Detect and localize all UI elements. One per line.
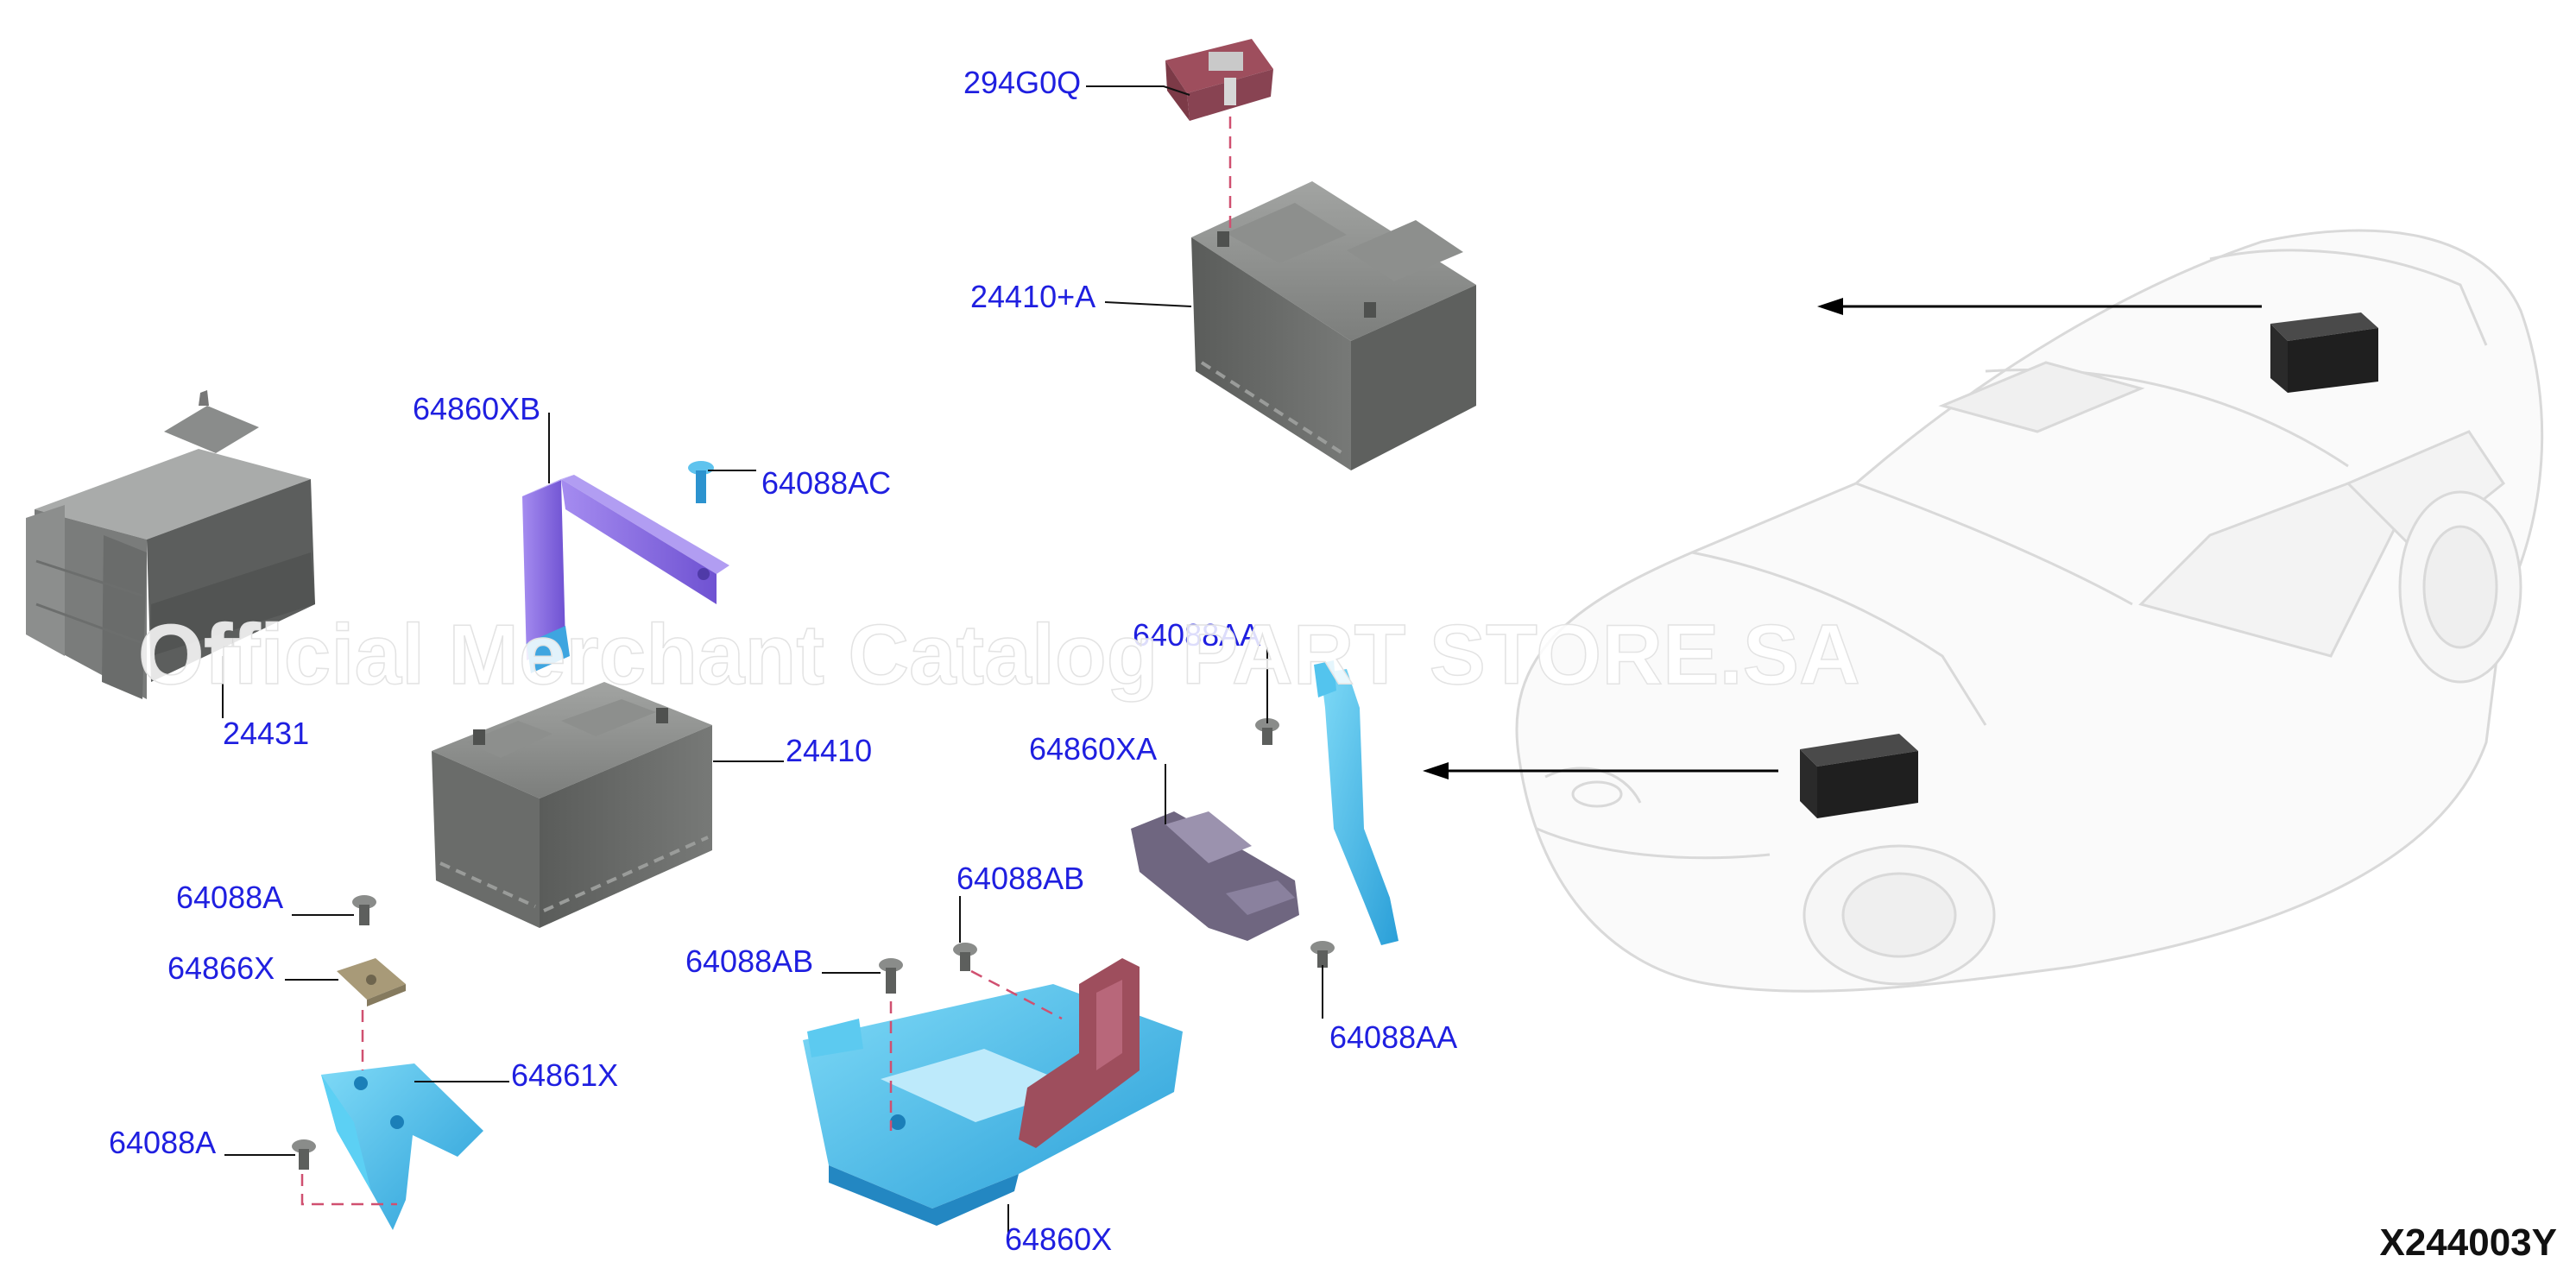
battery-24410a-part bbox=[1191, 181, 1476, 470]
callout-64088ac: 64088AC bbox=[761, 465, 891, 501]
callout-64860xa: 64860XA bbox=[1029, 731, 1157, 767]
callout-64088aa-bottom: 64088AA bbox=[1329, 1019, 1457, 1055]
callout-64088a-top: 64088A bbox=[176, 880, 283, 915]
callout-64088aa-top: 64088AA bbox=[1133, 617, 1260, 653]
tray-support-red-part bbox=[1019, 958, 1140, 1148]
bolt-64088a-bottom-part bbox=[292, 1139, 316, 1170]
bolt-64088aa-top-part bbox=[1255, 718, 1279, 745]
callout-64860x: 64860X bbox=[1005, 1221, 1112, 1257]
bracket-64860xa-part bbox=[1131, 811, 1299, 941]
diagram-code: X244003Y bbox=[2379, 1221, 2557, 1264]
callout-24431: 24431 bbox=[223, 716, 309, 751]
callout-24410a: 24410+A bbox=[970, 279, 1095, 314]
terminal-294g0q-part bbox=[1165, 39, 1273, 121]
battery-24410-part bbox=[432, 682, 712, 928]
bracket-64861x-part bbox=[321, 1063, 483, 1230]
leader-lines bbox=[222, 85, 1323, 1234]
bolt-64088ab-right-part bbox=[953, 943, 977, 971]
callout-64088ab-left: 64088AB bbox=[685, 943, 813, 979]
rear-battery-location bbox=[2270, 312, 2378, 393]
bolt-64088a-top-part bbox=[352, 895, 376, 925]
bracket-vertical-cyan-part bbox=[1314, 660, 1398, 945]
callout-64088ab-right: 64088AB bbox=[957, 861, 1084, 896]
callout-294g0q: 294G0Q bbox=[963, 65, 1081, 100]
hold-down-bracket-64860xb-part bbox=[522, 475, 729, 673]
bolt-64088aa-bottom-part bbox=[1310, 941, 1335, 968]
callout-24410: 24410 bbox=[786, 733, 872, 768]
location-arrow-rear bbox=[1817, 298, 2262, 315]
callout-64860xb: 64860XB bbox=[413, 391, 540, 426]
front-battery-location bbox=[1800, 734, 1918, 818]
callout-64861x: 64861X bbox=[511, 1057, 618, 1093]
bolt-64088ab-left-part bbox=[879, 958, 903, 994]
watermark-text: Official Merchant Catalog PART STORE.SA bbox=[138, 607, 1860, 702]
mount-line-64088a bbox=[300, 1174, 397, 1206]
callout-64866x: 64866X bbox=[167, 950, 275, 986]
callout-labels: 294G0Q 24410+A 64860XB 64088AC 24431 244… bbox=[109, 65, 1457, 1257]
vehicle-outline bbox=[1515, 229, 2544, 993]
bolt-64088ac-part bbox=[688, 461, 714, 503]
callout-64088a-bottom: 64088A bbox=[109, 1125, 216, 1160]
mount-line-64088ab-right bbox=[970, 969, 1063, 1020]
location-arrow-front bbox=[1423, 762, 1778, 779]
battery-heat-shield-part bbox=[26, 390, 315, 699]
plate-64866x-part bbox=[337, 958, 406, 1006]
